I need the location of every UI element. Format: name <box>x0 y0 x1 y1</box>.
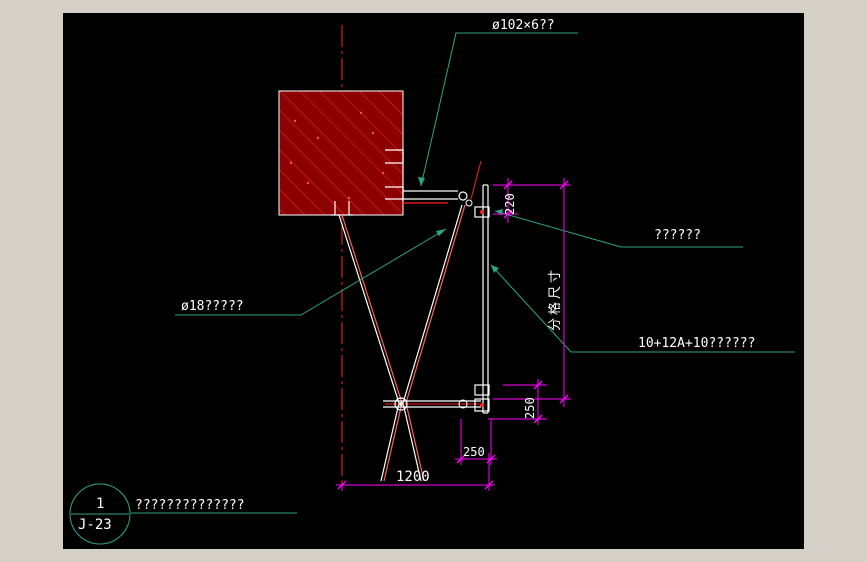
dimension-ticks <box>337 180 569 490</box>
dim-bottom-v-label: 250 <box>523 397 537 419</box>
detail-callout: 1 J-23 <box>69 483 131 545</box>
detail-sheet: J-23 <box>78 517 112 533</box>
tension-cable <box>338 204 466 482</box>
dimension-lines <box>336 178 571 491</box>
point-fitting <box>474 206 490 412</box>
grid-size-label: 分格尺寸 <box>547 267 563 331</box>
glass-spec-label: 10+12A+10?????? <box>638 336 755 351</box>
point-fitting-label: ?????? <box>654 228 701 243</box>
cable-spec-label: ø18????? <box>181 299 244 314</box>
leader-lines <box>131 32 795 514</box>
dim-bottom-h-label: 250 <box>463 445 485 459</box>
cad-drawing-viewport[interactable]: ø102×6?? ?????? ø18????? 10+12A+10??????… <box>63 13 804 549</box>
dim-width-label: 1200 <box>396 469 430 485</box>
section-drawing: ø102×6?? ?????? ø18????? 10+12A+10??????… <box>69 18 795 545</box>
lower-strut <box>383 397 481 411</box>
concrete-column <box>278 90 404 216</box>
detail-number: 1 <box>96 496 104 512</box>
glass-panel <box>482 184 489 414</box>
steel-arm <box>403 190 468 204</box>
pipe-spec-label: ø102×6?? <box>492 18 555 33</box>
anchor-plate <box>385 148 404 203</box>
dim-top-label: 220 <box>503 193 517 215</box>
top-pin-joint <box>465 160 482 207</box>
detail-title: ?????????????? <box>135 498 245 513</box>
